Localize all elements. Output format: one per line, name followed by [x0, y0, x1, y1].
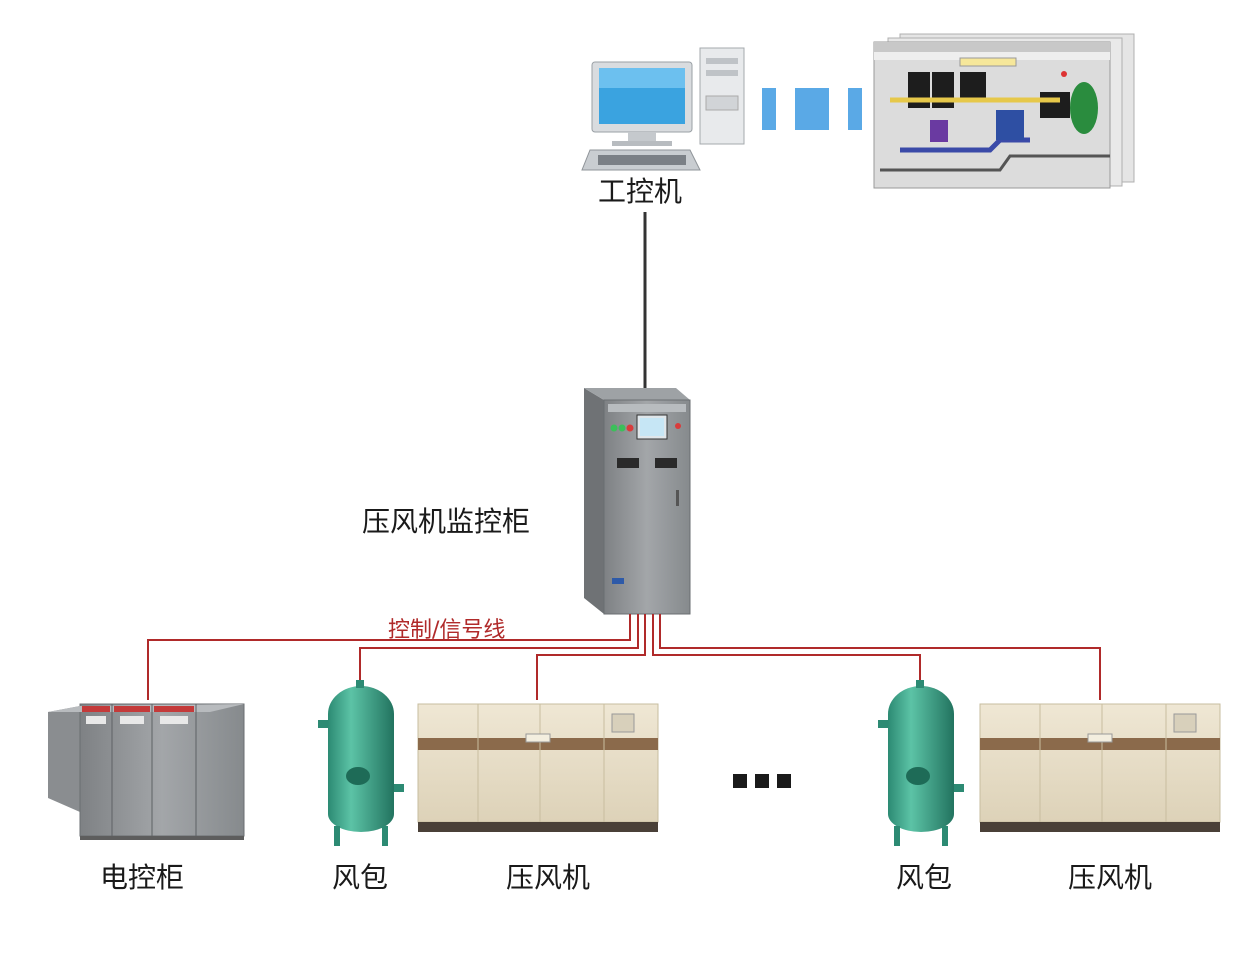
electrical-cabinet-label: 电控柜	[100, 861, 185, 894]
signal-lines	[147, 614, 1101, 700]
electrical-cabinet-icon	[48, 703, 245, 840]
air-tank-label-2: 风包	[896, 861, 953, 894]
air-compressor-icon	[417, 703, 659, 832]
compressor-label-2: 压风机	[1068, 861, 1153, 894]
ellipsis-icon	[733, 774, 791, 788]
desktop-computer-icon	[581, 47, 745, 171]
air-compressor-icon	[979, 703, 1221, 832]
wireless-link-icon	[762, 88, 862, 130]
compressor-label-1: 压风机	[506, 861, 591, 894]
scada-screen-icon	[873, 33, 1135, 189]
air-tank-label-1: 风包	[332, 861, 389, 894]
air-tank-icon	[878, 680, 964, 846]
air-tank-icon	[318, 680, 404, 846]
industrial-pc-label: 工控机	[598, 175, 683, 208]
signal-line-label: 控制/信号线	[388, 618, 506, 643]
monitor-cabinet-label: 压风机监控柜	[362, 505, 531, 538]
control-cabinet-icon	[584, 388, 691, 615]
